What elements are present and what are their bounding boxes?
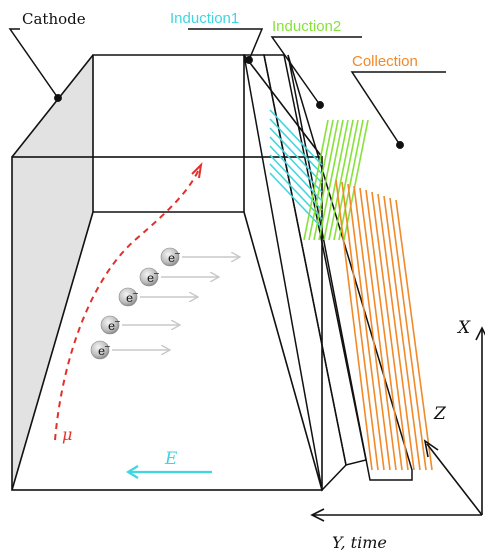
collection-wire — [377, 193, 415, 471]
muon-track — [54, 166, 201, 441]
axis-x-label: X — [456, 318, 471, 338]
induction1-leader — [188, 28, 264, 61]
electron — [139, 267, 159, 287]
coordinate-axes — [310, 326, 485, 522]
collection-wire — [341, 181, 379, 471]
induction2-wire — [308, 119, 334, 241]
collection-wire — [383, 195, 421, 471]
collection-wire — [389, 197, 427, 471]
induction2-leader — [270, 36, 362, 106]
induction2-wire — [328, 119, 354, 241]
electron — [90, 340, 110, 360]
collection-leader — [350, 71, 446, 146]
electron-charge-label: − — [114, 317, 121, 326]
electron-charge-label: − — [132, 289, 139, 298]
induction1-wire — [269, 109, 323, 166]
induction1-wire — [269, 163, 323, 220]
collection-wire — [359, 187, 397, 471]
muon-arrowhead — [191, 162, 203, 179]
electron-label: e — [108, 319, 115, 333]
electron-label: e — [98, 344, 105, 358]
collection-plane — [287, 54, 413, 481]
collection-wire — [353, 185, 391, 471]
induction2-wire — [343, 119, 369, 241]
induction2-wire — [318, 119, 344, 241]
electron-charge-label: − — [153, 269, 160, 278]
electron-label: e — [168, 251, 175, 265]
collection-wires — [335, 179, 433, 471]
induction2-wire — [313, 119, 339, 241]
electron-charge-label: − — [104, 342, 111, 351]
collection-wire — [371, 191, 409, 471]
wire-planes — [243, 54, 413, 492]
cathode-plane — [12, 55, 93, 490]
efield-arrow — [125, 465, 212, 479]
label-leaders — [8, 28, 446, 149]
collection-wire — [335, 179, 373, 471]
induction1-wire — [269, 136, 323, 193]
cathode-leader — [8, 28, 59, 99]
axis-z-label: Z — [433, 404, 447, 424]
cathode-label: Cathode — [22, 10, 86, 28]
efield-label: E — [164, 449, 178, 469]
collection-wire — [347, 183, 385, 471]
induction2-wire — [333, 119, 359, 241]
collection-label: Collection — [352, 53, 418, 70]
tpc-frame — [11, 54, 323, 491]
collection-wire — [365, 189, 403, 471]
electron — [100, 315, 120, 335]
induction2-wire — [338, 119, 364, 241]
axis-y-label: Y, time — [332, 533, 387, 552]
induction1-label: Induction1 — [170, 10, 239, 27]
induction1-wire — [269, 154, 323, 211]
electron-label: e — [147, 271, 154, 285]
collection-wire — [395, 199, 433, 471]
electron — [160, 247, 180, 267]
muon-label: μ — [62, 425, 72, 444]
electron-charge-label: − — [174, 249, 181, 258]
induction1-wire — [269, 127, 323, 184]
electron-label: e — [126, 291, 133, 305]
induction2-plane — [263, 54, 367, 466]
induction2-wire — [303, 119, 329, 241]
induction2-label: Induction2 — [272, 18, 341, 35]
electron — [118, 287, 138, 307]
induction1-wire — [269, 118, 323, 175]
drift-electrons: e−e−e−e−e− — [90, 247, 240, 360]
